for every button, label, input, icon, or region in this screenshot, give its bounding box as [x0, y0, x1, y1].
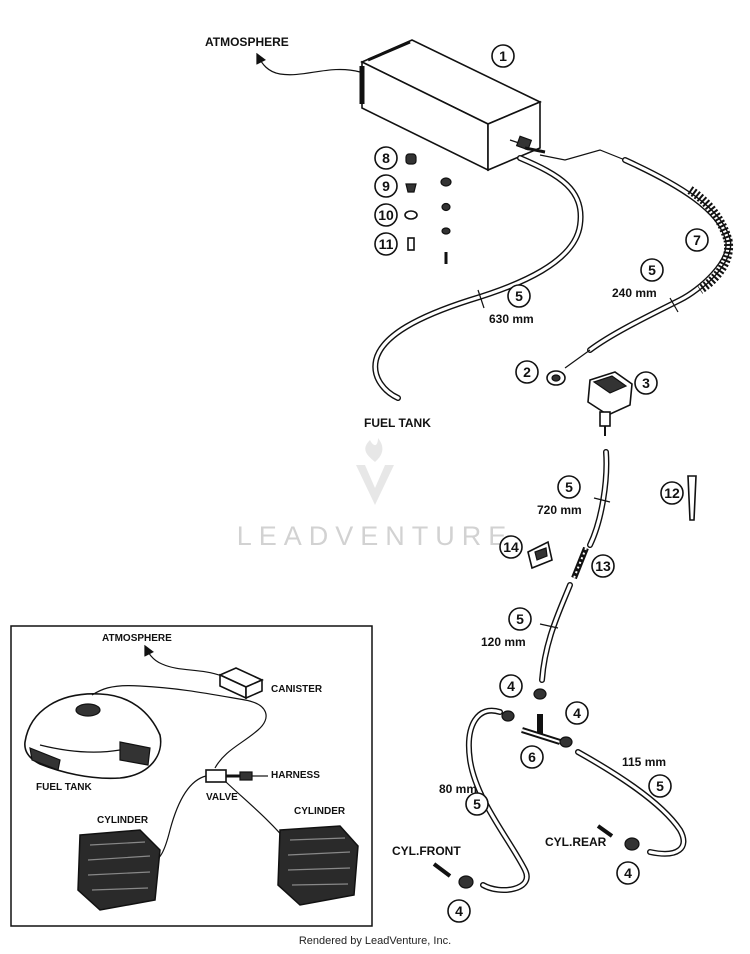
svg-text:4: 4 — [624, 865, 632, 881]
valve — [587, 371, 633, 436]
inset-canister — [218, 667, 264, 700]
hose-115mm — [575, 749, 687, 857]
callout-5-115: 5 — [648, 774, 672, 798]
clip-upper — [533, 688, 547, 700]
callout-8: 8 — [374, 146, 398, 170]
hardware-set: 8 9 10 11 — [374, 146, 452, 264]
callout-4-front: 4 — [447, 899, 471, 923]
svg-text:12: 12 — [664, 485, 680, 501]
svg-text:4: 4 — [573, 705, 581, 721]
hose-630mm — [372, 155, 584, 401]
svg-text:4: 4 — [507, 678, 515, 694]
hose-80mm — [466, 707, 530, 893]
bracket — [527, 540, 553, 570]
cyl-rear-label: CYL.REAR — [545, 835, 607, 849]
callout-13: 13 — [591, 554, 615, 578]
callout-5-120: 5 — [508, 607, 532, 631]
callout-4-upper: 4 — [499, 674, 523, 698]
inset-schematic: ATMOSPHERE CANISTER FUEL TANK VALVE HARN… — [10, 625, 373, 927]
connector — [571, 546, 589, 580]
svg-text:10: 10 — [378, 207, 394, 223]
svg-text:8: 8 — [382, 150, 390, 166]
hose-240mm — [539, 149, 734, 369]
fitting-front — [432, 862, 474, 889]
length-240mm: 240 mm — [612, 286, 657, 300]
callout-6: 6 — [520, 745, 544, 769]
inset-fuel-tank — [24, 693, 162, 780]
svg-text:5: 5 — [648, 262, 656, 278]
watermark-text: LEADVENTURE — [237, 521, 514, 551]
inset-cylinder-left-label: CYLINDER — [97, 815, 149, 826]
callout-12: 12 — [660, 481, 684, 505]
svg-text:2: 2 — [523, 364, 531, 380]
length-115mm: 115 mm — [622, 755, 666, 769]
inset-cylinder-left — [77, 829, 161, 911]
svg-text:9: 9 — [382, 178, 390, 194]
watermark-logo-icon — [356, 438, 394, 505]
clamp — [546, 370, 566, 386]
svg-text:5: 5 — [516, 611, 524, 627]
inset-valve-label: VALVE — [206, 792, 238, 803]
callout-9: 9 — [374, 174, 398, 198]
length-120mm: 120 mm — [481, 635, 526, 649]
svg-text:6: 6 — [528, 749, 536, 765]
inset-fuel-tank-label: FUEL TANK — [36, 782, 93, 793]
tee-fitting — [501, 710, 573, 748]
svg-text:5: 5 — [656, 778, 664, 794]
callout-10: 10 — [374, 203, 398, 227]
atmosphere-label: ATMOSPHERE — [205, 35, 289, 49]
fitting-rear — [596, 824, 640, 851]
svg-text:5: 5 — [515, 288, 523, 304]
svg-text:7: 7 — [693, 232, 701, 248]
hose-120mm — [539, 582, 573, 683]
svg-text:14: 14 — [503, 539, 519, 555]
fuel-tank-label: FUEL TANK — [364, 416, 431, 430]
callout-4-right: 4 — [565, 701, 589, 725]
callout-11: 11 — [374, 232, 398, 256]
length-80mm: 80 mm — [439, 782, 477, 796]
canister — [359, 39, 546, 172]
inset-cylinder-right — [277, 825, 359, 906]
svg-text:5: 5 — [565, 479, 573, 495]
callout-5-720: 5 — [557, 475, 581, 499]
callout-14: 14 — [499, 535, 523, 559]
cyl-front-label: CYL.FRONT — [392, 844, 461, 858]
callout-3: 3 — [634, 371, 658, 395]
callout-1: 1 — [491, 44, 515, 68]
footer-credit: Rendered by LeadVenture, Inc. — [299, 935, 451, 947]
callout-5-240: 5 — [640, 258, 664, 282]
svg-text:1: 1 — [499, 48, 507, 64]
svg-text:11: 11 — [379, 236, 394, 252]
inset-harness-label: HARNESS — [271, 770, 320, 781]
svg-text:4: 4 — [455, 903, 463, 919]
length-630mm: 630 mm — [489, 312, 534, 326]
inset-cylinder-right-label: CYLINDER — [294, 806, 346, 817]
watermark: LEADVENTURE — [237, 438, 514, 551]
svg-text:3: 3 — [642, 375, 650, 391]
callout-5-630: 5 — [507, 284, 531, 308]
svg-text:5: 5 — [473, 796, 481, 812]
inset-atmosphere-label: ATMOSPHERE — [102, 633, 172, 644]
callout-4-rear: 4 — [616, 861, 640, 885]
callout-5-80: 5 — [465, 792, 489, 816]
callout-7: 7 — [685, 228, 709, 252]
strap — [687, 475, 697, 521]
length-720mm: 720 mm — [537, 503, 582, 517]
inset-canister-label: CANISTER — [271, 684, 323, 695]
atmosphere-vent-line — [256, 52, 361, 76]
hose-720mm — [587, 449, 611, 548]
callout-2: 2 — [515, 360, 539, 384]
svg-text:13: 13 — [595, 558, 611, 574]
